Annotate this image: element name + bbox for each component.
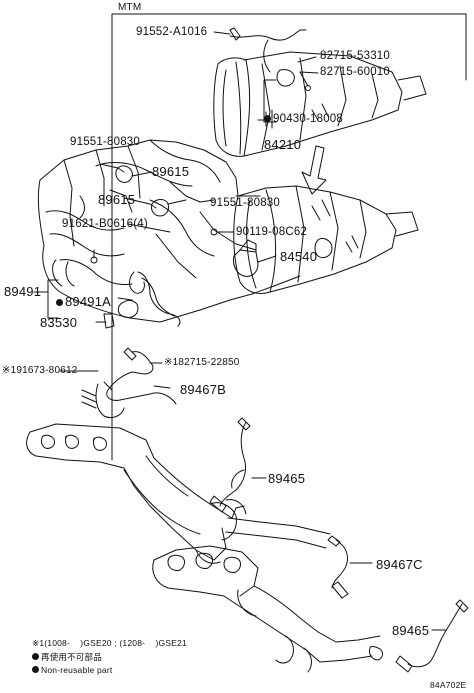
switch-84540 — [233, 249, 259, 277]
legend-non-reusable-en: Non-reusable part — [32, 665, 112, 675]
label-89465-lower[interactable]: 89465 — [392, 623, 430, 638]
label-91552-a1016[interactable]: 91552-A1016 — [136, 26, 208, 38]
mtm-group-bracket — [111, 13, 467, 461]
label-89467c[interactable]: 89467C — [376, 557, 423, 572]
non-reusable-dot — [264, 115, 271, 122]
note-mark-1: ※1 — [164, 357, 179, 368]
harness-89467c — [331, 539, 349, 589]
label-90119-08c62[interactable]: 90119-08C62 — [236, 226, 308, 238]
harness-89465b — [407, 603, 463, 668]
exhaust-manifold-lower — [152, 545, 383, 673]
drawing-code: 84A702E — [430, 680, 467, 690]
label-91621-b0616[interactable]: 91621-B0616(4) — [62, 218, 148, 230]
engine-block — [37, 139, 301, 323]
non-reusable-dot — [56, 299, 63, 306]
label-83530[interactable]: 83530 — [40, 315, 78, 330]
label-84540[interactable]: 84540 — [280, 249, 318, 264]
label-91551-80830-b[interactable]: 91551-80830 — [210, 197, 280, 209]
sensor-89615b — [151, 199, 169, 217]
label-91551-80830-a[interactable]: 91551-80830 — [70, 136, 140, 148]
sensor-89615a — [115, 165, 133, 183]
exhaust-manifold-upper — [26, 423, 331, 564]
label-84210[interactable]: 84210 — [264, 137, 302, 152]
label-82715-60010[interactable]: 82715-60010 — [320, 66, 390, 78]
legend-note-1: ※1(1008- )GSE20 ; (1208- )GSE21 — [32, 638, 187, 648]
label-91673-80612[interactable]: ※191673-80612 — [2, 365, 78, 376]
non-reusable-dot — [32, 666, 39, 673]
label-90430-18008[interactable]: 90430-18008 — [264, 113, 343, 126]
group-header-mtm: MTM — [118, 2, 142, 13]
speed-sensor-harness — [229, 29, 307, 41]
harness-89465a — [219, 421, 247, 507]
label-89491[interactable]: 89491 — [4, 284, 42, 299]
label-89467b[interactable]: 89467B — [180, 382, 227, 397]
arrow-down — [301, 145, 327, 195]
label-82715-22850[interactable]: ※182715-22850 — [164, 357, 240, 368]
plug-83530 — [103, 313, 115, 329]
note-mark-1: ※1 — [2, 365, 17, 376]
label-89615-a[interactable]: 89615 — [152, 164, 190, 179]
gasket-89491a — [117, 299, 139, 319]
harness-89467b — [106, 351, 177, 405]
label-82715-53310[interactable]: 82715-53310 — [320, 50, 390, 62]
label-89615-b[interactable]: 89615 — [98, 192, 136, 207]
transmission-upper — [213, 51, 427, 157]
label-89491a[interactable]: 89491A — [56, 294, 111, 309]
legend-non-reusable-jp: 再使用不可部品 — [32, 652, 102, 662]
transmission-lower — [233, 185, 419, 295]
bracket-90430 — [263, 79, 277, 123]
label-89465-upper[interactable]: 89465 — [268, 471, 306, 486]
bracket-89491 — [47, 279, 59, 319]
non-reusable-dot — [32, 653, 39, 660]
